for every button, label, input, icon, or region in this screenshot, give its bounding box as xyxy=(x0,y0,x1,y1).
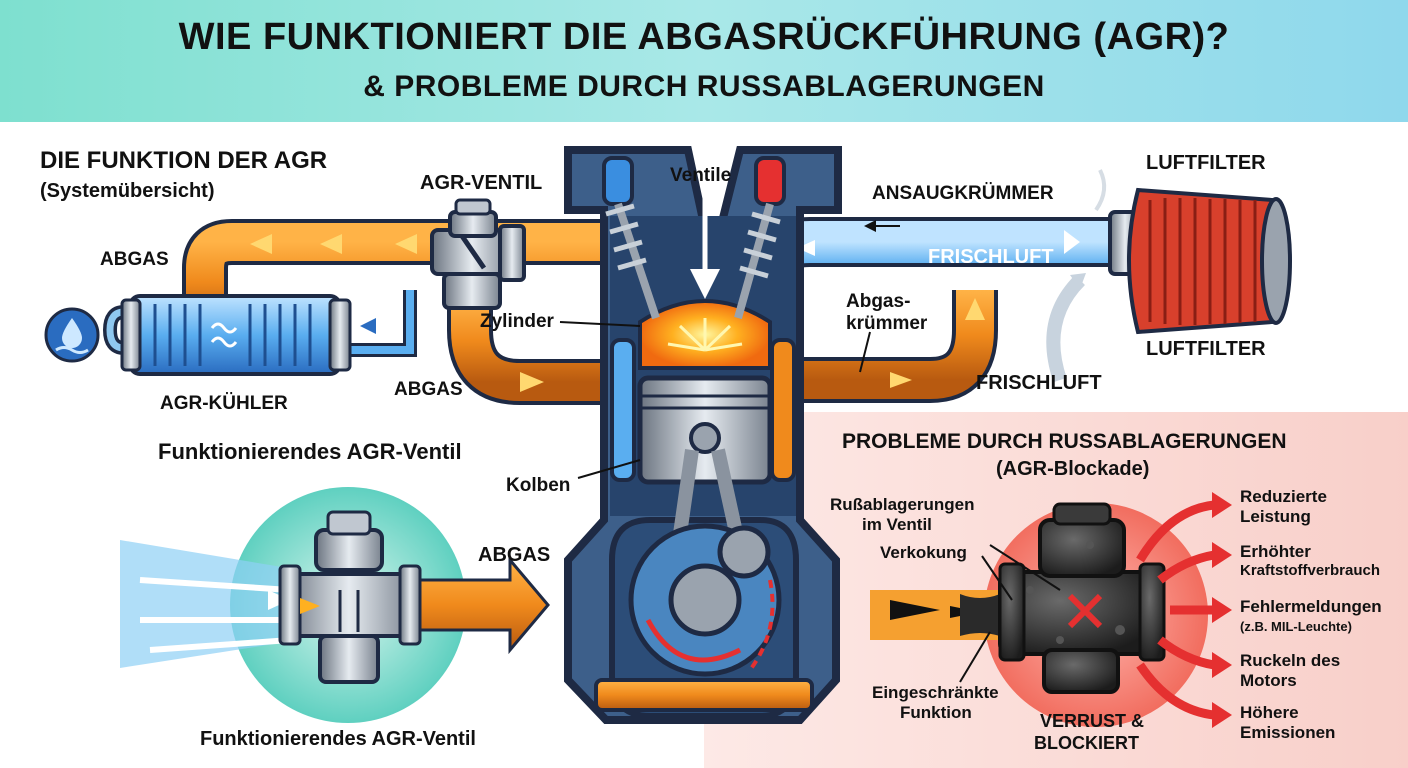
coolant-line xyxy=(350,290,417,357)
crankshaft xyxy=(628,523,782,677)
combustion-chamber xyxy=(638,299,772,370)
effect-1-line2: Leistung xyxy=(1240,507,1311,526)
agr-valve-label: AGR-VENTIL xyxy=(420,172,543,194)
title-banner: WIE FUNKTIONIERT DIE ABGASRÜCKFÜHRUNG (A… xyxy=(0,0,1408,122)
exhaust-manifold-label-2: krümmer xyxy=(846,313,928,334)
exhaust-label-mid: ABGAS xyxy=(394,379,463,400)
exhaust-label-top: ABGAS xyxy=(100,249,169,270)
piston-label: Kolben xyxy=(506,475,571,496)
blocked-label-2: BLOCKIERT xyxy=(1034,733,1139,753)
agr-valve xyxy=(430,198,526,310)
restricted-function-label-1: Eingeschränkte xyxy=(872,683,999,702)
restricted-function-label-2: Funktion xyxy=(900,703,972,722)
overview-title: DIE FUNKTION DER AGR xyxy=(40,147,328,174)
valves-label: Ventile xyxy=(670,165,732,186)
soot-label-2: im Ventil xyxy=(862,515,932,534)
soot-label-1: Rußablagerungen xyxy=(830,495,975,514)
overview-subtitle: (Systemübersicht) xyxy=(40,180,215,202)
water-drop-icon xyxy=(44,307,100,363)
effect-4-line2: Motors xyxy=(1240,671,1297,690)
agr-cooler-label: AGR-KÜHLER xyxy=(160,393,288,414)
effect-3-line1: Fehlermeldungen xyxy=(1240,597,1382,616)
effect-arrows xyxy=(1136,500,1215,720)
problem-leader-lines xyxy=(959,544,1061,683)
exhaust-pipe-upper xyxy=(182,219,600,322)
exhaust-pipe-lower xyxy=(447,300,610,405)
effect-2-line2: Kraftstoffverbrauch xyxy=(1240,562,1381,579)
working-valve-illustration xyxy=(120,487,550,723)
leader-lines xyxy=(559,321,871,479)
problems-subtitle: (AGR-Blockade) xyxy=(996,458,1150,480)
air-filter-label-top: LUFTFILTER xyxy=(1146,152,1266,174)
intake-valve xyxy=(602,156,660,320)
effect-4-line1: Ruckeln des xyxy=(1240,651,1341,670)
working-valve-heading: Funktionierendes AGR-Ventil xyxy=(158,439,462,464)
fresh-air-label-bottom: FRISCHLUFT xyxy=(976,372,1102,394)
effect-1-line1: Reduzierte xyxy=(1240,487,1327,506)
working-valve-caption: Funktionierendes AGR-Ventil xyxy=(200,728,476,750)
intake-manifold-label: ANSAUGKRÜMMER xyxy=(872,183,1054,204)
agr-cooler xyxy=(102,294,352,376)
working-valve-exhaust-label: ABGAS xyxy=(478,544,551,566)
air-filter-label-bottom: LUFTFILTER xyxy=(1146,338,1266,360)
blocked-label-1: VERRUST & xyxy=(1040,711,1145,731)
effect-2-line1: Erhöhter xyxy=(1240,542,1311,561)
problems-title: PROBLEME DURCH RUSSABLAGERUNGEN xyxy=(842,430,1287,453)
page-subtitle: & PROBLEME DURCH RUSSABLAGERUNGEN xyxy=(363,70,1045,103)
effect-arrow-heads xyxy=(1212,492,1232,728)
effect-5-line1: Höhere xyxy=(1240,703,1299,722)
exhaust-valve xyxy=(734,156,786,320)
fresh-air-pipe-label: FRISCHLUFT xyxy=(928,246,1054,268)
coolant-arrow xyxy=(360,318,376,334)
effect-5-line2: Emissionen xyxy=(1240,723,1336,742)
exhaust-manifold-label-1: Abgas- xyxy=(846,291,911,312)
effect-3-small: (z.B. MIL-Leuchte) xyxy=(1240,619,1352,634)
fresh-air-arrow xyxy=(1046,275,1086,383)
page-title: WIE FUNKTIONIERT DIE ABGASRÜCKFÜHRUNG (A… xyxy=(178,16,1230,58)
blocked-valve-illustration xyxy=(870,502,1208,727)
air-filter xyxy=(1108,187,1292,335)
cylinder-label: Zylinder xyxy=(480,311,554,332)
coking-label: Verkokung xyxy=(880,543,967,562)
